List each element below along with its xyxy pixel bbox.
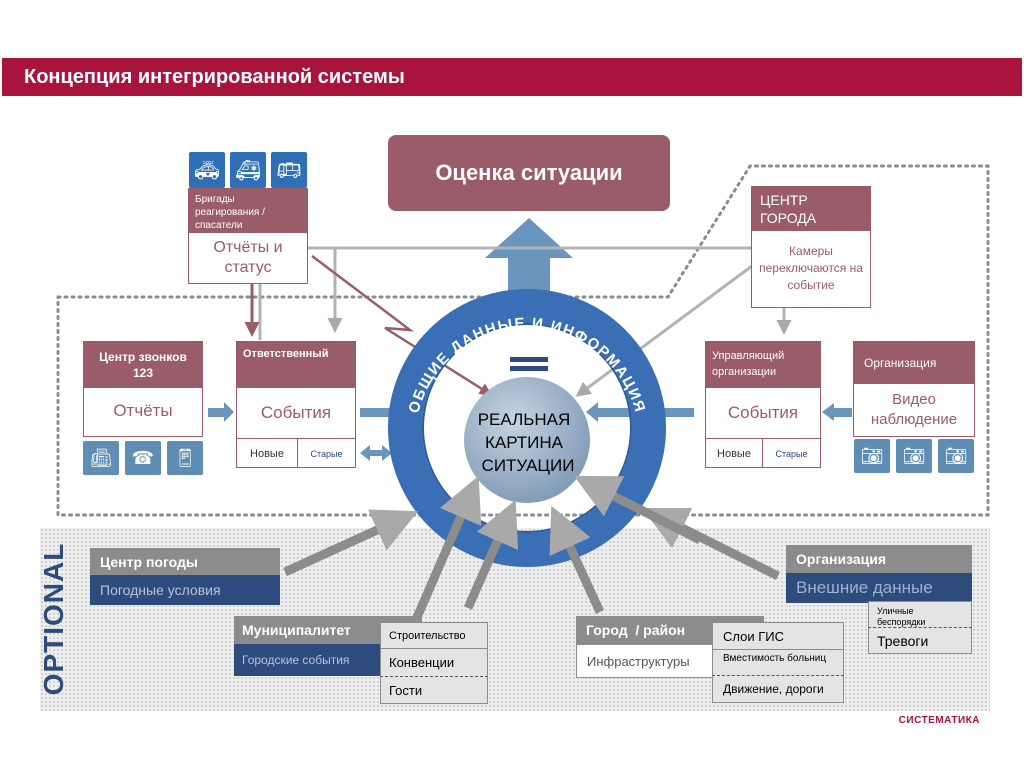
arrow-weather-to-core xyxy=(283,509,419,577)
line-city-to-core xyxy=(575,258,761,397)
city-item-hospitals: Вместимость больниц xyxy=(712,650,844,676)
city-center-box: ЦЕНТР ГОРОДА Камеры переключаются на соб… xyxy=(751,186,871,308)
call-center-box: Центр звонков 123 Отчёты xyxy=(83,341,203,437)
arrow-municipality-to-core xyxy=(410,475,482,624)
camera-icon: 📷︎ xyxy=(938,439,974,473)
assessment-box: Оценка ситуации xyxy=(388,135,670,211)
weather-box: Центр погоды Погодные условия xyxy=(90,548,280,605)
city-item-gis: Слои ГИС xyxy=(712,622,844,650)
info-ring-inner-edge xyxy=(422,323,632,533)
police-car-icon: 🚓︎ xyxy=(189,152,225,188)
optional-label: OPTIONAL xyxy=(38,542,69,696)
alarms-item: Тревоги xyxy=(868,628,972,654)
brigades-box: Бригады реагирования / спасатели Отчёты … xyxy=(188,188,308,284)
responsible-old-tab[interactable]: Старые xyxy=(310,448,343,459)
camera-icon: 📷︎ xyxy=(854,439,890,473)
arrow-orgright-to-core xyxy=(573,475,703,545)
riots-item: Уличные беспорядки xyxy=(868,601,972,628)
call-center-header: Центр звонков 123 xyxy=(84,342,202,388)
phone-icon: ☎ xyxy=(125,441,161,475)
title-bar: Концепция интегрированной системы xyxy=(2,58,1022,96)
managing-org-new-tab[interactable]: Новые xyxy=(706,439,763,468)
bus-icon: 🚌︎ xyxy=(271,152,307,188)
core-line-2: КАРТИНА xyxy=(485,433,564,452)
responsible-header: Ответственный xyxy=(237,342,355,388)
weather-header: Центр погоды xyxy=(90,548,280,575)
responsible-new-tab[interactable]: Новые xyxy=(237,439,298,468)
arrow-city-to-core xyxy=(549,505,605,614)
call-center-body: Отчёты xyxy=(113,401,173,420)
arrow-events-to-core xyxy=(360,408,408,417)
org-external-header: Организация xyxy=(786,545,972,573)
core-line-3: СИТУАЦИИ xyxy=(482,456,575,475)
org-video-header: Организация xyxy=(854,342,974,384)
municipality-item-guests: Гости xyxy=(380,677,488,704)
managing-org-body: События xyxy=(727,403,799,422)
municipality-item-conventions: Конвенции xyxy=(380,649,488,677)
org-video-body: Видео наблюдение xyxy=(870,391,958,428)
responsible-body: События xyxy=(260,403,332,422)
arrow-video-to-managing xyxy=(822,403,852,421)
page-title: Концепция интегрированной системы xyxy=(24,65,405,88)
managing-org-old-tab[interactable]: Старые xyxy=(775,448,808,459)
org-external-box: Организация Внешние данные xyxy=(786,545,972,603)
org-video-box: Организация Видео наблюдение xyxy=(853,341,975,437)
brigades-body: Отчёты и статус xyxy=(213,239,283,276)
arrow-reports-to-events xyxy=(208,402,234,422)
responsible-tabs: Новые Старые xyxy=(237,438,355,468)
equal-bar-1 xyxy=(510,357,548,362)
company-logo: СИСТЕМАТИКА xyxy=(898,715,980,726)
mobile-phone-icon: 📱︎ xyxy=(167,441,203,475)
up-arrow xyxy=(485,218,573,320)
municipality-item-construction: Строительство xyxy=(380,622,488,649)
fax-icon: 📠︎ xyxy=(83,441,119,475)
managing-org-box: Управляющий организации События Новые Ст… xyxy=(705,341,821,468)
core-sphere xyxy=(464,377,590,503)
managing-org-tabs: Новые Старые xyxy=(706,438,820,468)
city-center-header: ЦЕНТР ГОРОДА xyxy=(752,187,870,231)
brigades-header: Бригады реагирования / спасатели xyxy=(189,189,307,233)
camera-icon: 📷︎ xyxy=(896,439,932,473)
city-center-body: Камеры переключаются на событие xyxy=(759,243,863,292)
assessment-label: Оценка ситуации xyxy=(435,160,623,185)
equal-bar-2 xyxy=(510,366,548,371)
weather-body: Погодные условия xyxy=(90,575,280,605)
city-item-traffic: Движение, дороги xyxy=(712,676,844,703)
ambulance-icon: 🚑︎ xyxy=(230,152,266,188)
arrow-mid-to-core xyxy=(463,499,519,610)
info-ring xyxy=(388,289,666,567)
core-line-1: РЕАЛЬНАЯ xyxy=(478,410,571,429)
responsible-box: Ответственный События Новые Старые xyxy=(236,341,356,468)
managing-org-header: Управляющий организации xyxy=(706,342,820,388)
org-external-body: Внешние данные xyxy=(786,573,972,603)
double-arrow-new-old xyxy=(360,445,392,461)
dotted-region-outline xyxy=(56,164,990,517)
